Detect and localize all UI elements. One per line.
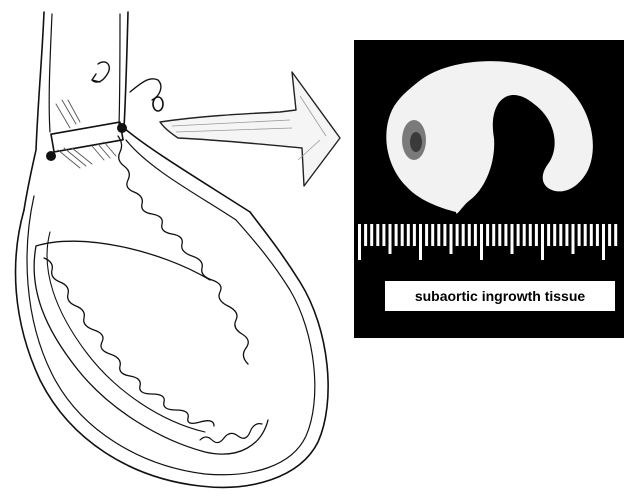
ruler-tick xyxy=(498,224,501,246)
ruler-tick xyxy=(480,224,483,260)
inner-chamber-band xyxy=(47,232,205,432)
ruler-tick xyxy=(425,224,428,246)
ruler-tick xyxy=(364,224,367,246)
aorta-left-wall-inner xyxy=(49,14,52,132)
ruler-tick xyxy=(395,224,398,246)
specimen-caption: subaortic ingrowth tissue xyxy=(385,281,615,311)
ruler-tick xyxy=(419,224,422,260)
ruler-tick xyxy=(389,224,392,254)
ruler-tick xyxy=(511,224,514,254)
ruler-tick xyxy=(370,224,373,246)
ruler-tick xyxy=(468,224,471,246)
ruler-tick xyxy=(486,224,489,246)
aorta-left-wall xyxy=(24,12,44,210)
ruler-tick xyxy=(401,224,404,246)
ruler-tick xyxy=(596,224,599,246)
arrow-icon xyxy=(160,72,340,186)
ruler-tick xyxy=(376,224,379,246)
ruler-tick xyxy=(535,224,538,246)
ruler-tick xyxy=(547,224,550,246)
ruler-tick xyxy=(517,224,520,246)
ruler-tick xyxy=(443,224,446,246)
ruler-tick xyxy=(559,224,562,246)
ruler-tick xyxy=(523,224,526,246)
ruler-tick xyxy=(602,224,605,260)
ruler-tick xyxy=(529,224,532,246)
coronary-flow-arrow xyxy=(92,62,109,82)
septum xyxy=(36,241,210,280)
ruler-tick xyxy=(572,224,575,254)
tissue-dark-spot-inner xyxy=(410,132,422,152)
implant-dot-left xyxy=(46,151,56,161)
aorta-right-wall xyxy=(124,12,250,212)
valve-implant xyxy=(51,122,123,152)
coronary-ostium xyxy=(153,97,163,111)
ruler-tick xyxy=(456,224,459,246)
ruler-tick xyxy=(578,224,581,246)
valve-hatching-left xyxy=(56,100,92,168)
implant-dot-right xyxy=(117,123,127,133)
ruler-tick xyxy=(474,224,477,246)
ruler-tick xyxy=(553,224,556,246)
ruler-tick xyxy=(358,224,361,260)
ruler-tick xyxy=(450,224,453,254)
arrow-shape xyxy=(160,72,340,186)
ruler-tick xyxy=(407,224,410,246)
heart-sketch xyxy=(16,12,329,487)
ruler-tick xyxy=(437,224,440,246)
ruler-tick xyxy=(431,224,434,246)
wavy-lining-apex xyxy=(200,424,262,443)
ruler-tick xyxy=(492,224,495,246)
ruler-tick xyxy=(565,224,568,246)
ruler-tick xyxy=(608,224,611,246)
ruler-tick xyxy=(462,224,465,246)
aorta-right-wall-inner xyxy=(119,14,120,126)
ruler-tick xyxy=(382,224,385,246)
coronary-arrowhead xyxy=(92,74,100,82)
ruler-tick xyxy=(590,224,593,246)
ruler-tick xyxy=(413,224,416,246)
ruler-tick xyxy=(504,224,507,246)
ruler-tick xyxy=(614,224,617,246)
ruler-tick xyxy=(584,224,587,246)
ruler-tick xyxy=(541,224,544,260)
